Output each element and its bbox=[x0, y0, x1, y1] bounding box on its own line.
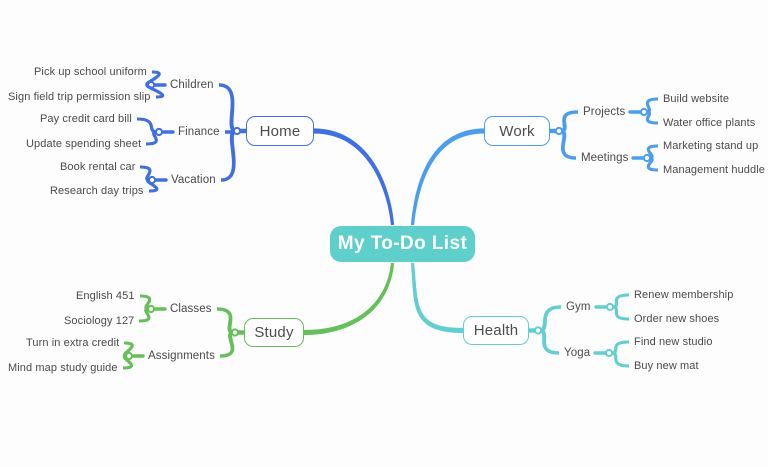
leaf-label[interactable]: Update spending sheet bbox=[26, 138, 142, 150]
sub-curve-work-1 bbox=[560, 128, 576, 160]
leaf-label[interactable]: Buy new mat bbox=[634, 360, 699, 372]
branch-joint-study[interactable] bbox=[230, 328, 240, 337]
branch-joint-work[interactable] bbox=[554, 126, 564, 136]
branch-node-label: Work bbox=[499, 122, 535, 140]
root-node[interactable]: My To-Do List bbox=[330, 226, 475, 262]
branch-curve-work bbox=[410, 128, 484, 226]
leaf-curve-work-1-0 bbox=[646, 144, 658, 160]
sub-topic-label[interactable]: Meetings bbox=[581, 152, 629, 164]
sub-curve-work-0 bbox=[560, 110, 578, 134]
leaf-label[interactable]: Pay credit card bill bbox=[40, 113, 132, 125]
branch-node-work[interactable]: Work bbox=[484, 116, 550, 146]
leaf-curve-health-0-0 bbox=[612, 293, 629, 309]
leaf-label[interactable]: Research day trips bbox=[50, 185, 144, 197]
root-node-label: My To-Do List bbox=[337, 233, 468, 254]
leaf-curve-health-1-0 bbox=[611, 340, 629, 355]
leaf-label[interactable]: Management huddle bbox=[663, 164, 765, 176]
leaf-curve-home-2-0 bbox=[140, 165, 152, 182]
branch-curve-study bbox=[304, 262, 395, 336]
sub-topic-label[interactable]: Projects bbox=[583, 106, 626, 118]
sub-curve-study-1 bbox=[220, 330, 235, 358]
sub-curve-health-0 bbox=[539, 305, 561, 333]
branch-curve-home bbox=[314, 128, 395, 226]
leaf-label[interactable]: Order new shoes bbox=[634, 313, 720, 325]
branch-node-label: Study bbox=[254, 324, 294, 341]
leaf-curve-home-2-1 bbox=[145, 178, 159, 193]
leaf-label[interactable]: Book rental car bbox=[60, 161, 136, 173]
branch-curve-health bbox=[410, 262, 463, 334]
branch-node-home[interactable]: Home bbox=[246, 116, 314, 146]
leaf-curve-study-0-1 bbox=[139, 307, 151, 323]
sub-topic-label[interactable]: Children bbox=[170, 79, 214, 91]
leaf-curve-work-0-1 bbox=[645, 110, 658, 125]
leaf-label[interactable]: Renew membership bbox=[634, 289, 734, 301]
leaf-curve-study-1-1 bbox=[122, 354, 134, 370]
branch-node-study[interactable]: Study bbox=[244, 318, 304, 347]
sub-curve-home-0 bbox=[219, 83, 236, 134]
leaf-label[interactable]: Find new studio bbox=[634, 336, 713, 348]
sub-topic-label[interactable]: Finance bbox=[178, 126, 220, 138]
sub-curve-study-0 bbox=[217, 307, 234, 335]
leaf-label[interactable]: Mind map study guide bbox=[8, 362, 118, 374]
leaf-label[interactable]: Build website bbox=[663, 93, 730, 105]
branch-node-label: Health bbox=[473, 322, 519, 339]
leaf-curve-home-0-0 bbox=[145, 70, 161, 87]
leaf-curve-health-1-1 bbox=[611, 351, 629, 368]
leaf-label[interactable]: Sociology 127 bbox=[64, 315, 135, 327]
sub-topic-label[interactable]: Vacation bbox=[171, 174, 216, 186]
branch-joint-health[interactable] bbox=[533, 326, 543, 335]
sub-curve-home-2 bbox=[221, 128, 236, 182]
leaf-label[interactable]: Water office plants bbox=[663, 117, 756, 129]
leaf-curve-work-1-1 bbox=[646, 156, 658, 172]
sub-topic-label[interactable]: Assignments bbox=[148, 350, 215, 362]
sub-topic-label[interactable]: Classes bbox=[170, 303, 212, 315]
sub-topic-label[interactable]: Yoga bbox=[564, 347, 591, 359]
leaf-label[interactable]: Sign field trip permission slip bbox=[8, 91, 151, 103]
branch-node-label: Home bbox=[259, 122, 301, 140]
leaf-curve-home-1-1 bbox=[146, 130, 158, 146]
leaf-curve-home-0-1 bbox=[145, 83, 165, 99]
leaf-curve-study-1-0 bbox=[122, 341, 134, 358]
sub-topic-label[interactable]: Gym bbox=[566, 301, 591, 313]
branch-joint-home[interactable] bbox=[232, 126, 242, 136]
leaf-label[interactable]: Turn in extra credit bbox=[26, 337, 120, 349]
leaf-curve-work-0-0 bbox=[645, 97, 658, 114]
leaf-label[interactable]: English 451 bbox=[76, 290, 135, 302]
leaf-curve-study-0-0 bbox=[140, 294, 152, 311]
branch-node-health[interactable]: Health bbox=[463, 316, 529, 345]
sub-curve-health-1 bbox=[539, 328, 559, 355]
leaf-label[interactable]: Pick up school uniform bbox=[34, 66, 147, 78]
leaf-curve-home-1-0 bbox=[137, 117, 157, 134]
leaf-curve-health-0-1 bbox=[612, 305, 629, 321]
leaf-label[interactable]: Marketing stand up bbox=[663, 140, 759, 152]
